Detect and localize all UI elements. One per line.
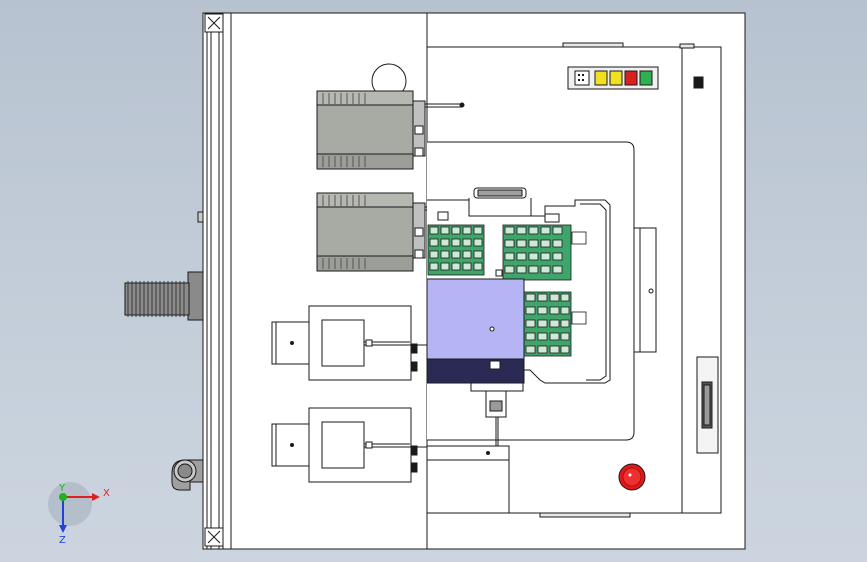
left-profile-rail: [202, 12, 232, 550]
triad-z-label: Z: [59, 535, 66, 546]
bottom-plate: [426, 445, 510, 513]
indicator-yellow-1: [594, 70, 608, 86]
cylinder-unit-upper: [271, 305, 427, 381]
motor-lower: [316, 192, 462, 272]
coordinate-triad: X Y Z: [48, 482, 110, 546]
indicator-green: [639, 70, 653, 86]
enclosure-slot: [693, 76, 704, 89]
small-boss: [197, 211, 204, 223]
motor-upper: [316, 63, 465, 170]
enclosure-bottom-tab: [539, 512, 631, 518]
connector-array-right-upper: [502, 224, 587, 281]
fixture-handle: [468, 187, 532, 225]
triad-y-axis: [59, 493, 67, 501]
enclosure-top-tab: [562, 42, 624, 48]
connector-array-right-lower: [523, 291, 587, 357]
cylinder-unit-lower: [271, 407, 490, 483]
emergency-stop-button[interactable]: [618, 463, 646, 491]
connector-array-left: [427, 224, 485, 276]
triad-z-arrow: [59, 525, 67, 533]
indicator-panel: [567, 66, 659, 90]
sliding-block: [426, 269, 525, 384]
indicator-red: [624, 70, 638, 86]
probe-clamp: [470, 382, 524, 447]
triad-x-label: X: [103, 488, 110, 499]
enclosure-top-hook: [679, 43, 695, 49]
triad-x-arrow: [92, 493, 100, 501]
threaded-fitting: [124, 271, 204, 321]
triad-y-label: Y: [58, 483, 66, 494]
indicator-yellow-2: [609, 70, 623, 86]
status-window: [696, 356, 719, 454]
elbow-fitting: [171, 459, 204, 491]
